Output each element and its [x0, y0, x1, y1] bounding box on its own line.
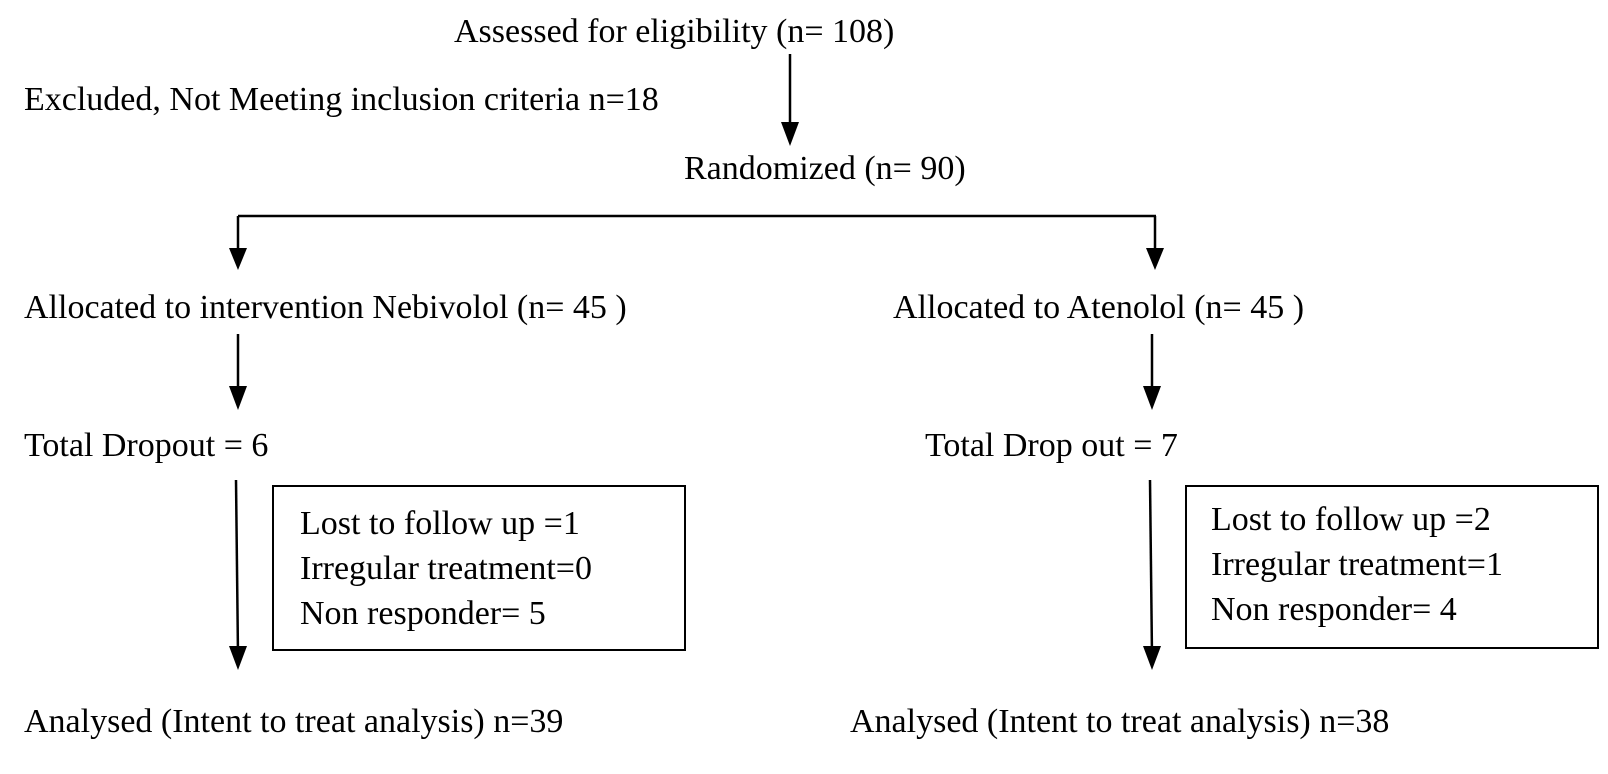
arrowhead-atenolol-dropout	[1143, 386, 1161, 410]
node-randomized: Randomized (n= 90)	[684, 150, 966, 187]
arrow-nebivolol-dropout-to-analysed	[234, 479, 240, 657]
arrowhead-split-right	[1146, 248, 1164, 270]
arrowhead-split-left	[229, 248, 247, 270]
nebivolol-lost-to-follow-up: Lost to follow up =1	[300, 505, 580, 542]
node-nebivolol-dropout: Total Dropout = 6	[24, 427, 269, 464]
nebivolol-irregular-treatment: Irregular treatment=0	[300, 550, 592, 587]
atenolol-dropout-details-box: Lost to follow up =2 Irregular treatment…	[1185, 485, 1599, 649]
atenolol-irregular-treatment: Irregular treatment=1	[1211, 546, 1503, 583]
arrow-atenolol-dropout-to-analysed	[1148, 479, 1154, 657]
arrowhead-nebivolol-dropout	[229, 386, 247, 410]
node-nebivolol-analysed: Analysed (Intent to treat analysis) n=39	[24, 703, 564, 740]
nebivolol-dropout-details-box: Lost to follow up =1 Irregular treatment…	[272, 485, 686, 651]
atenolol-lost-to-follow-up: Lost to follow up =2	[1211, 501, 1491, 538]
node-atenolol-allocated: Allocated to Atenolol (n= 45 )	[893, 289, 1305, 326]
node-atenolol-analysed: Analysed (Intent to treat analysis) n=38	[850, 703, 1390, 740]
arrowhead-atenolol-analysed	[1143, 646, 1161, 670]
node-atenolol-dropout: Total Drop out = 7	[925, 427, 1178, 464]
node-assessed-eligibility: Assessed for eligibility (n= 108)	[454, 13, 895, 50]
nebivolol-non-responder: Non responder= 5	[300, 595, 546, 632]
node-nebivolol-allocated: Allocated to intervention Nebivolol (n= …	[24, 289, 627, 326]
atenolol-non-responder: Non responder= 4	[1211, 591, 1457, 628]
node-excluded: Excluded, Not Meeting inclusion criteria…	[24, 81, 659, 118]
arrowhead-assessed-to-randomized	[781, 122, 799, 146]
arrowhead-nebivolol-analysed	[229, 646, 247, 670]
